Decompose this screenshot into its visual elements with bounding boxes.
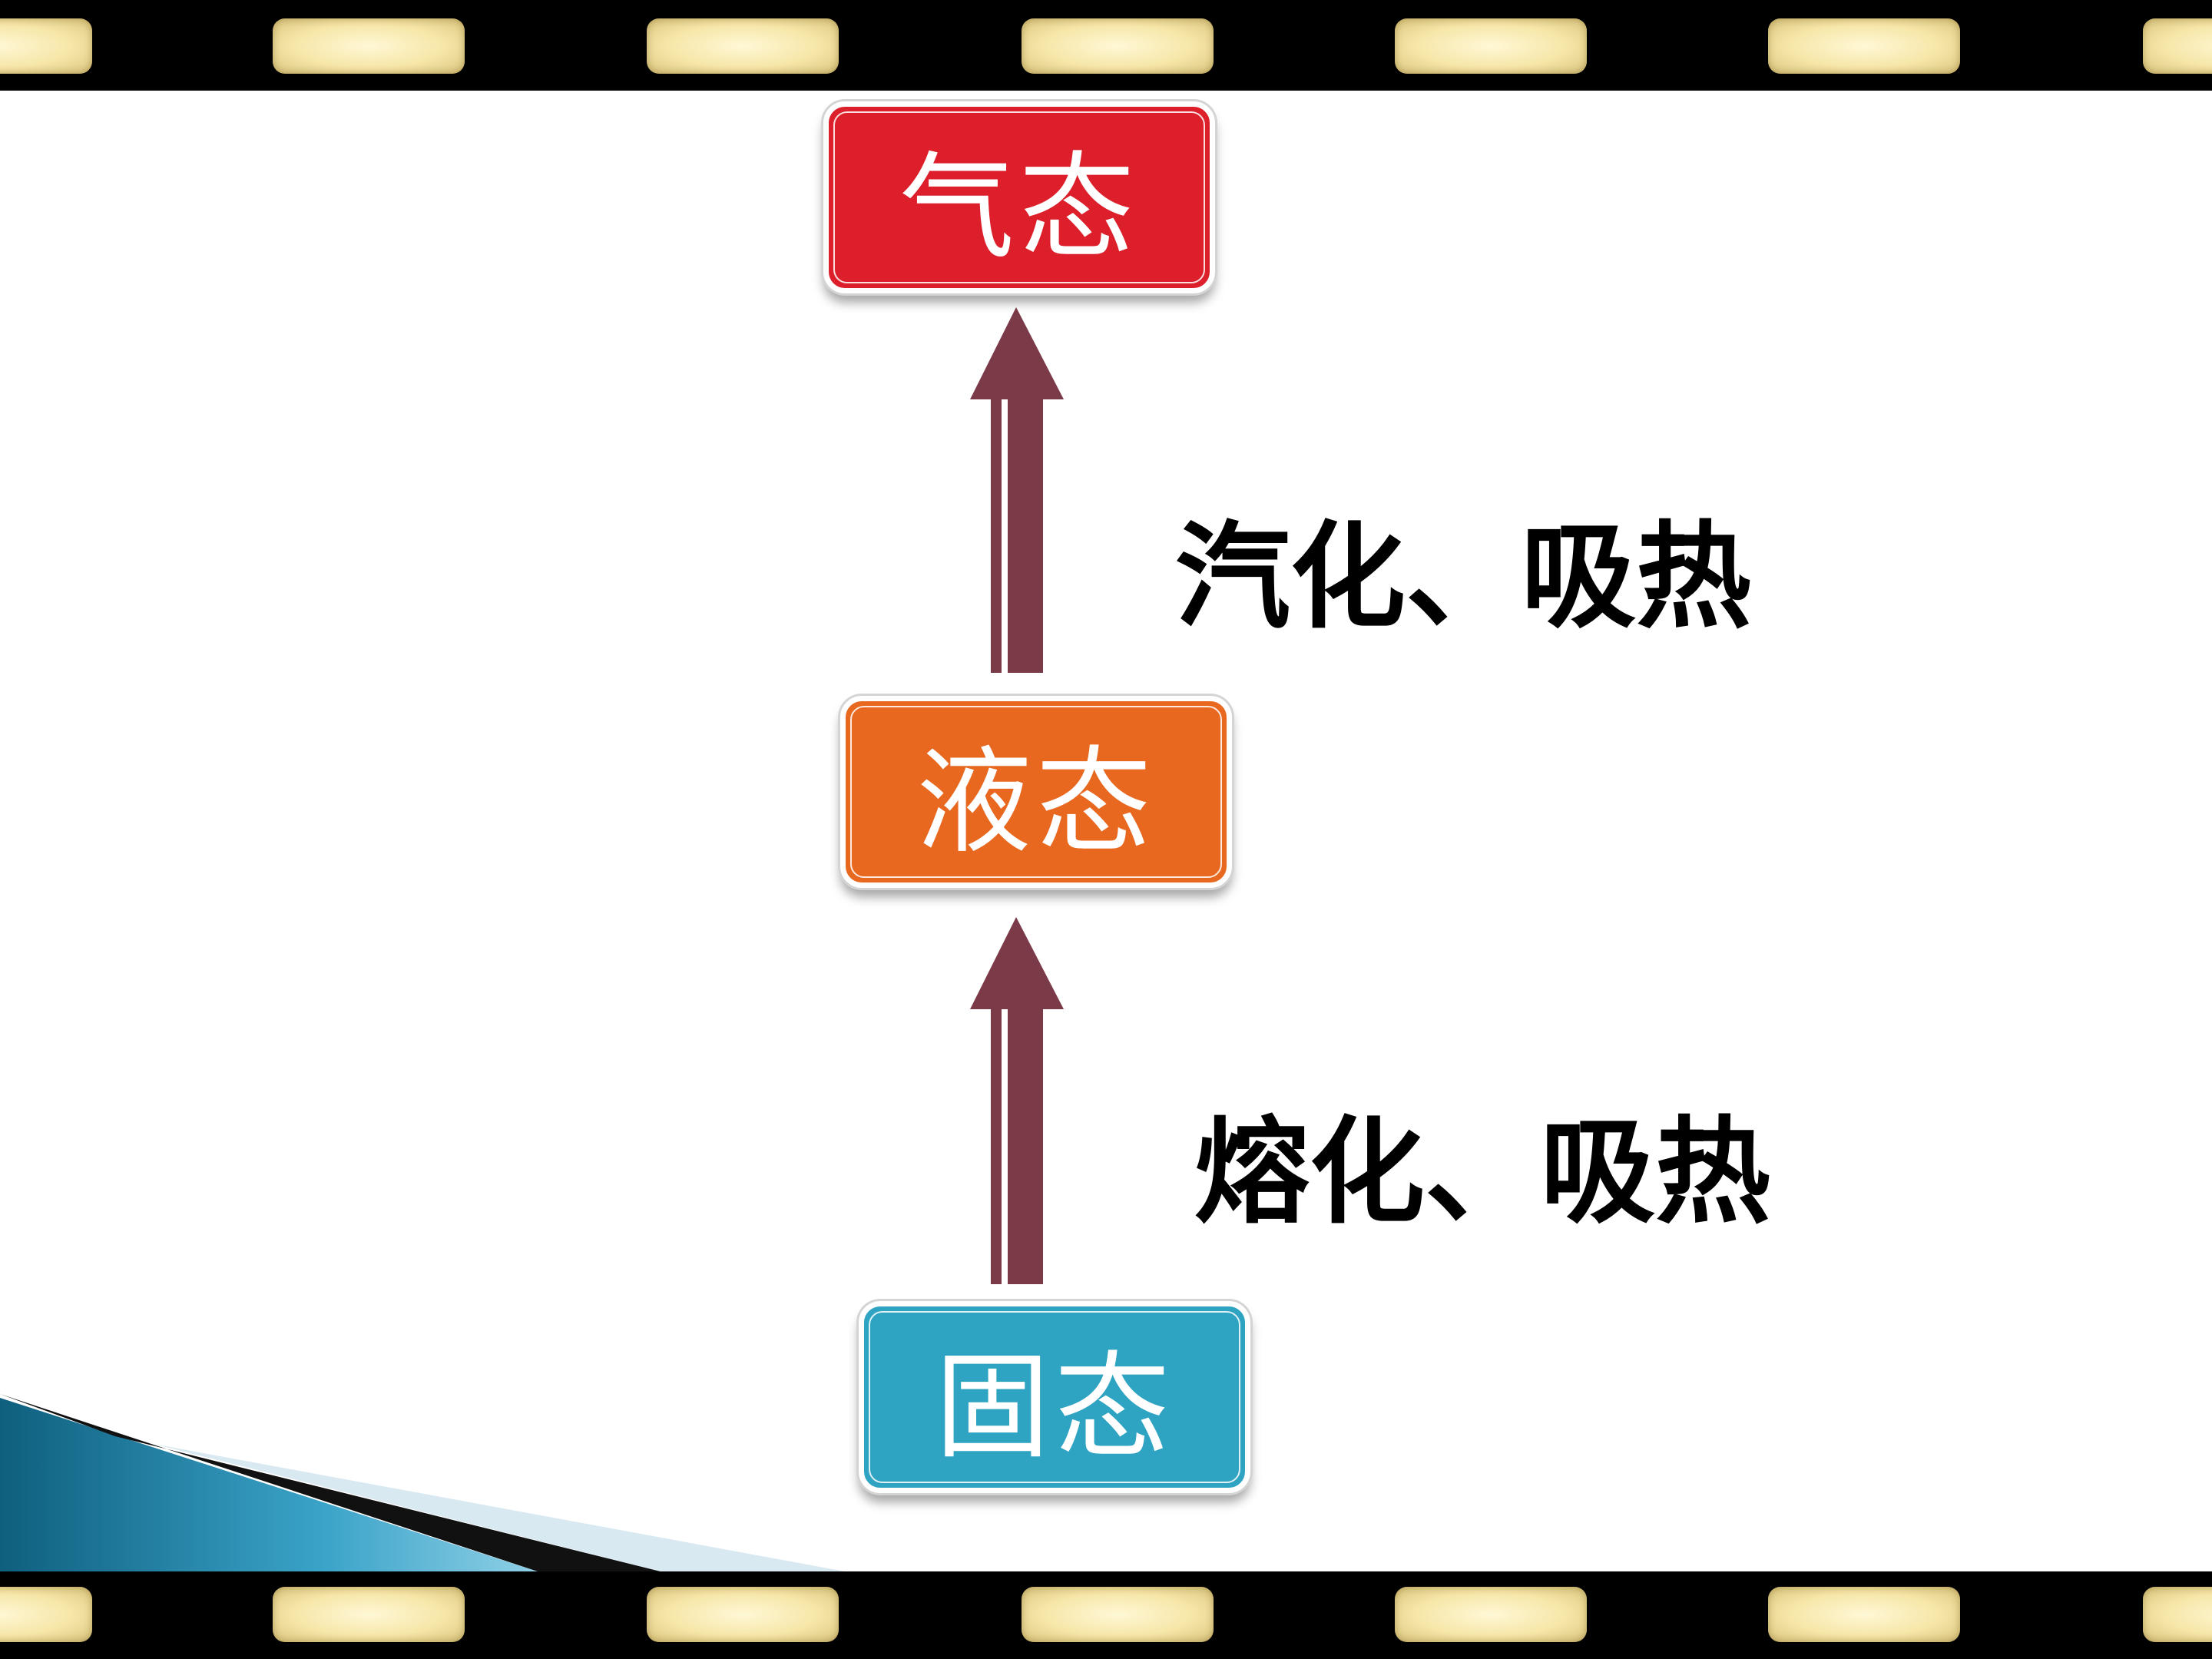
arrow-shaft-left: [991, 399, 1002, 673]
box-inner-border: [850, 706, 1222, 878]
film-hole: [1395, 18, 1587, 74]
state-label-solid: 固态: [934, 1340, 1174, 1475]
arrow-head: [970, 917, 1064, 1009]
film-hole: [1395, 1587, 1587, 1642]
box-inner-border: [869, 1311, 1240, 1483]
film-hole: [273, 18, 465, 74]
arrow-shaft-right: [1008, 399, 1043, 673]
arrow-shaft-left: [991, 1009, 1002, 1284]
film-hole: [1768, 18, 1960, 74]
state-box-solid: 固态: [859, 1301, 1250, 1493]
film-hole: [2143, 1587, 2212, 1642]
film-hole: [1768, 1587, 1960, 1642]
film-hole: [0, 18, 92, 74]
film-strip-top: [0, 0, 2212, 91]
arrow-head: [970, 307, 1064, 399]
process-label-melting: 熔化、吸热: [1194, 1106, 1771, 1240]
wedge-light: [154, 1444, 845, 1571]
box-inner-border: [833, 111, 1205, 283]
arrow-shaft-right: [1008, 1009, 1043, 1284]
film-hole: [1022, 1587, 1214, 1642]
film-strip-bottom: [0, 1571, 2212, 1659]
film-hole: [0, 1587, 92, 1642]
arrow-solid-to-liquid: [970, 917, 1064, 1284]
film-hole: [647, 1587, 839, 1642]
state-box-liquid: 液态: [840, 696, 1232, 888]
arrow-liquid-to-gas: [970, 307, 1064, 673]
film-hole: [1022, 18, 1214, 74]
wedge-blue: [0, 1398, 538, 1571]
state-label-gas: 气态: [899, 141, 1139, 275]
state-box-gas: 气态: [823, 101, 1215, 293]
film-hole: [2143, 18, 2212, 74]
process-label-vaporization: 汽化、吸热: [1175, 511, 1752, 644]
film-hole: [647, 18, 839, 74]
film-hole: [273, 1587, 465, 1642]
state-label-liquid: 液态: [916, 735, 1156, 869]
